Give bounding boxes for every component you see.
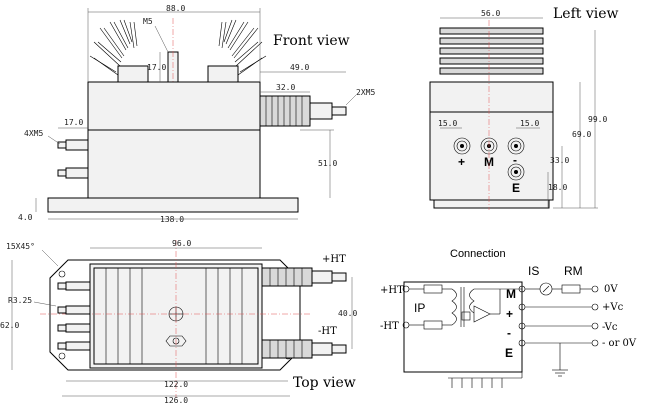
dim-96: 96.0 bbox=[172, 239, 191, 248]
conn-m: M bbox=[506, 287, 516, 301]
terminal-e-label: E bbox=[512, 181, 520, 195]
ht-bushing-front bbox=[259, 95, 347, 127]
conn-e: E bbox=[505, 346, 513, 360]
dim-51: 51.0 bbox=[318, 159, 337, 168]
dim-15-left: 15.0 bbox=[438, 119, 457, 128]
label-chamfer: 15X45° bbox=[6, 242, 35, 251]
lv-studs-top bbox=[57, 281, 91, 351]
front-view: Front view bbox=[18, 4, 375, 224]
top-ht-plus-label: +HT bbox=[322, 254, 346, 265]
front-base-plate bbox=[47, 197, 299, 213]
dim-32: 32.0 bbox=[276, 83, 295, 92]
dim-15-right: 15.0 bbox=[520, 119, 539, 128]
dim-17-horizontal: 17.0 bbox=[64, 118, 83, 127]
front-body-upper bbox=[87, 81, 261, 131]
label-m5: M5 bbox=[143, 17, 153, 26]
conn-ip: IP bbox=[414, 301, 425, 315]
dim-99: 99.0 bbox=[588, 115, 607, 124]
module-box bbox=[403, 281, 523, 373]
label-r325: R3.25 bbox=[8, 296, 32, 305]
dim-126: 126.0 bbox=[164, 396, 188, 405]
heatsink-base-right bbox=[207, 65, 239, 83]
heatsink-left bbox=[89, 19, 149, 83]
dim-18: 18.0 bbox=[548, 183, 567, 192]
conn-minus: - bbox=[507, 326, 511, 340]
terminal-m-label: M bbox=[484, 155, 494, 169]
top-view: Top view bbox=[0, 239, 357, 405]
dim-4: 4.0 bbox=[18, 213, 33, 222]
conn-ht-plus: +HT bbox=[380, 285, 404, 296]
dim-138: 138.0 bbox=[160, 215, 184, 224]
ht-bushings-top bbox=[261, 267, 347, 359]
dim-88: 88.0 bbox=[166, 4, 185, 13]
label-2xm5: 2XM5 bbox=[356, 88, 375, 97]
dim-33: 33.0 bbox=[550, 156, 569, 165]
heatsink-right bbox=[207, 19, 267, 83]
dim-17-vertical: 17.0 bbox=[147, 63, 166, 72]
top-base-outline bbox=[49, 259, 301, 371]
conn-0v: 0V bbox=[604, 284, 618, 295]
dim-122: 122.0 bbox=[164, 380, 188, 389]
conn-ht-minus: -HT bbox=[380, 321, 399, 332]
conn-rm: RM bbox=[564, 264, 583, 278]
terminal-minus-label: - bbox=[513, 153, 517, 167]
lv-studs-front bbox=[57, 139, 89, 179]
conn-plus-vc: +Vc bbox=[602, 302, 624, 313]
connection-title: Connection bbox=[450, 248, 506, 260]
dim-62: 62.0 bbox=[0, 321, 19, 330]
front-body-lower bbox=[87, 129, 261, 199]
dim-56: 56.0 bbox=[481, 9, 500, 18]
dim-69: 69.0 bbox=[572, 130, 591, 139]
dim-40: 40.0 bbox=[338, 309, 357, 318]
label-4xm5: 4XM5 bbox=[24, 129, 43, 138]
connection-diagram: Connection +HT -HT IP M + - bbox=[380, 248, 637, 388]
dim-49: 49.0 bbox=[290, 63, 309, 72]
conn-plus: + bbox=[506, 307, 513, 321]
terminal-plus-label: + bbox=[458, 155, 465, 169]
front-view-title: Front view bbox=[273, 33, 350, 49]
top-view-title: Top view bbox=[293, 375, 356, 391]
conn-vc-zero: - or 0V bbox=[602, 338, 637, 349]
left-base bbox=[433, 199, 550, 209]
conn-is: IS bbox=[528, 264, 539, 278]
resistor-rm bbox=[561, 284, 581, 294]
top-ht-minus-label: -HT bbox=[318, 326, 337, 337]
heatsink-base-left bbox=[117, 65, 149, 83]
conn-minus-vc: -Vc bbox=[602, 322, 618, 333]
left-view: Left view + M - E 56.0 15.0 15.0 99.0 bbox=[429, 6, 619, 210]
left-body-upper bbox=[429, 81, 554, 113]
left-view-title: Left view bbox=[553, 6, 619, 22]
